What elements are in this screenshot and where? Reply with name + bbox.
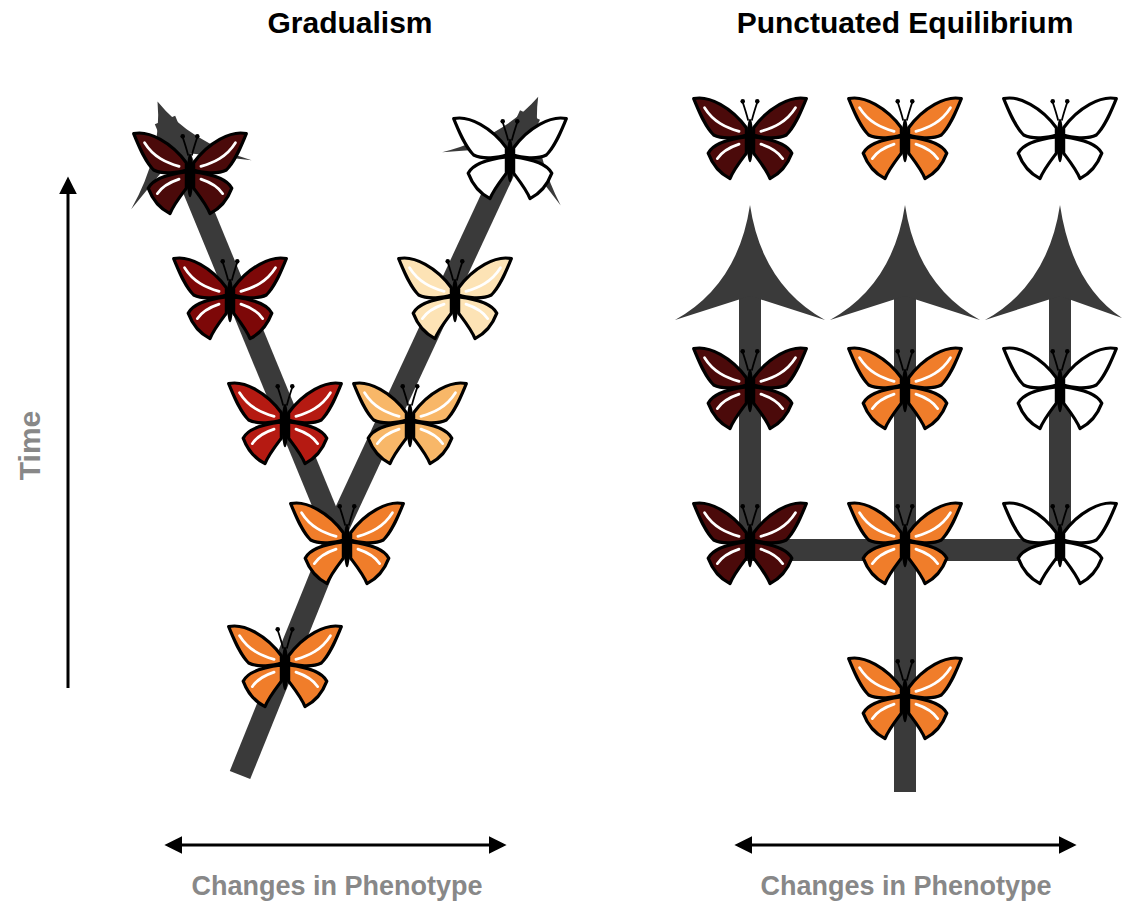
butterfly: [849, 503, 962, 584]
butterfly: [849, 98, 962, 179]
arrowhead: [675, 205, 825, 320]
panel-title: Gradualism: [267, 6, 432, 39]
arrowhead: [985, 205, 1122, 320]
butterfly: [849, 658, 962, 739]
butterfly: [1004, 98, 1117, 179]
axis-label: Changes in Phenotype: [191, 872, 482, 902]
arrowhead: [830, 205, 980, 320]
axis-label: Time: [14, 410, 47, 479]
lineage-branch: [165, 115, 530, 775]
butterfly: [174, 258, 287, 339]
butterfly: [1004, 503, 1117, 584]
butterfly: [229, 383, 342, 464]
butterfly: [454, 118, 567, 199]
butterfly: [229, 626, 342, 707]
butterfly: [1004, 348, 1117, 429]
phenotype-axis: [738, 844, 1073, 847]
lineage-branch: [1049, 290, 1071, 561]
butterfly: [354, 383, 467, 464]
phenotype-axis: [168, 844, 503, 847]
butterfly: [291, 503, 404, 584]
butterfly: [694, 348, 807, 429]
axis-label: Changes in Phenotype: [760, 872, 1051, 902]
butterfly: [399, 258, 512, 339]
butterfly: [849, 348, 962, 429]
butterfly: [694, 98, 807, 179]
butterfly: [694, 503, 807, 584]
panel-title: Punctuated Equilibrium: [737, 6, 1074, 39]
time-axis: [67, 180, 70, 688]
butterfly: [134, 133, 247, 214]
lineage-branch: [739, 290, 761, 561]
